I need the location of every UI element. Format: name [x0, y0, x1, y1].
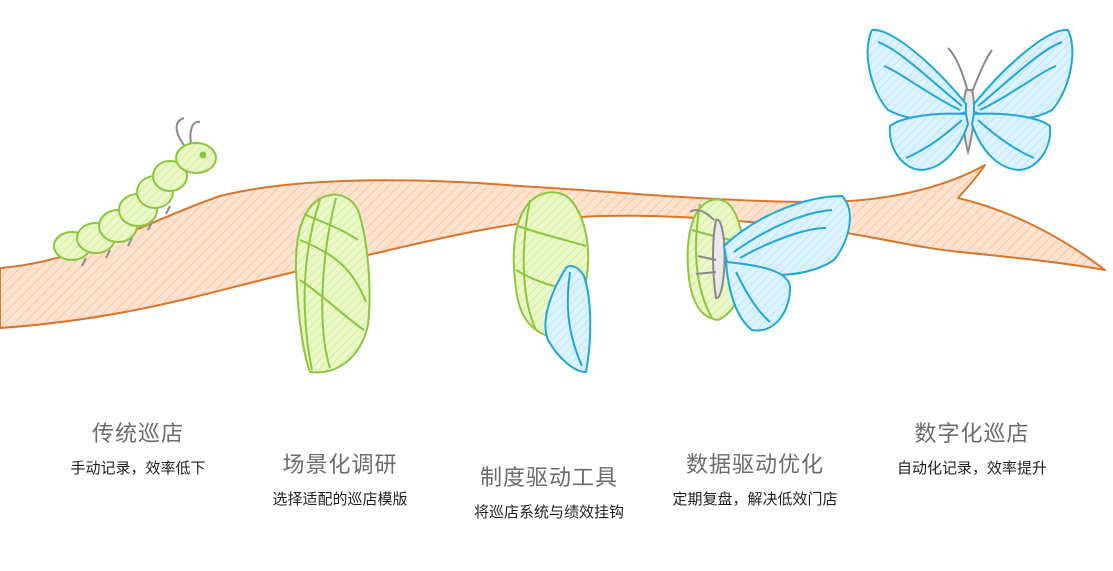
- butterfly-icon: [866, 28, 1074, 172]
- stage-title: 数据驱动优化: [685, 453, 824, 478]
- stage-desc: 手动记录，效率低下: [70, 459, 206, 477]
- stage-desc: 选择适配的巡店模版: [272, 490, 408, 508]
- stage-title: 场景化调研: [282, 453, 398, 478]
- stage-desc: 定期复盘，解决低效门店: [672, 490, 838, 508]
- butterfly-emerging-icon: [686, 194, 851, 332]
- stage-desc: 将巡店系统与绩效挂钩: [473, 503, 624, 521]
- stage-title: 制度驱动工具: [479, 466, 618, 491]
- stage-system-driven: 制度驱动工具 将巡店系统与绩效挂钩: [469, 464, 629, 522]
- stage-scenario-research: 场景化调研 选择适配的巡店模版: [230, 451, 450, 509]
- caterpillar-icon: [53, 117, 217, 267]
- stage-data-driven: 数据驱动优化 定期复盘，解决低效门店: [665, 451, 845, 509]
- chrysalis-splitting-icon: [512, 191, 592, 374]
- stage-title: 数字化巡店: [914, 422, 1030, 447]
- chrysalis-icon: [294, 193, 371, 374]
- stage-traditional: 传统巡店 手动记录，效率低下: [28, 420, 248, 478]
- stage-digital: 数字化巡店 自动化记录，效率提升: [884, 420, 1060, 478]
- stage-title: 传统巡店: [91, 422, 184, 447]
- stage-desc: 自动化记录，效率提升: [896, 459, 1047, 477]
